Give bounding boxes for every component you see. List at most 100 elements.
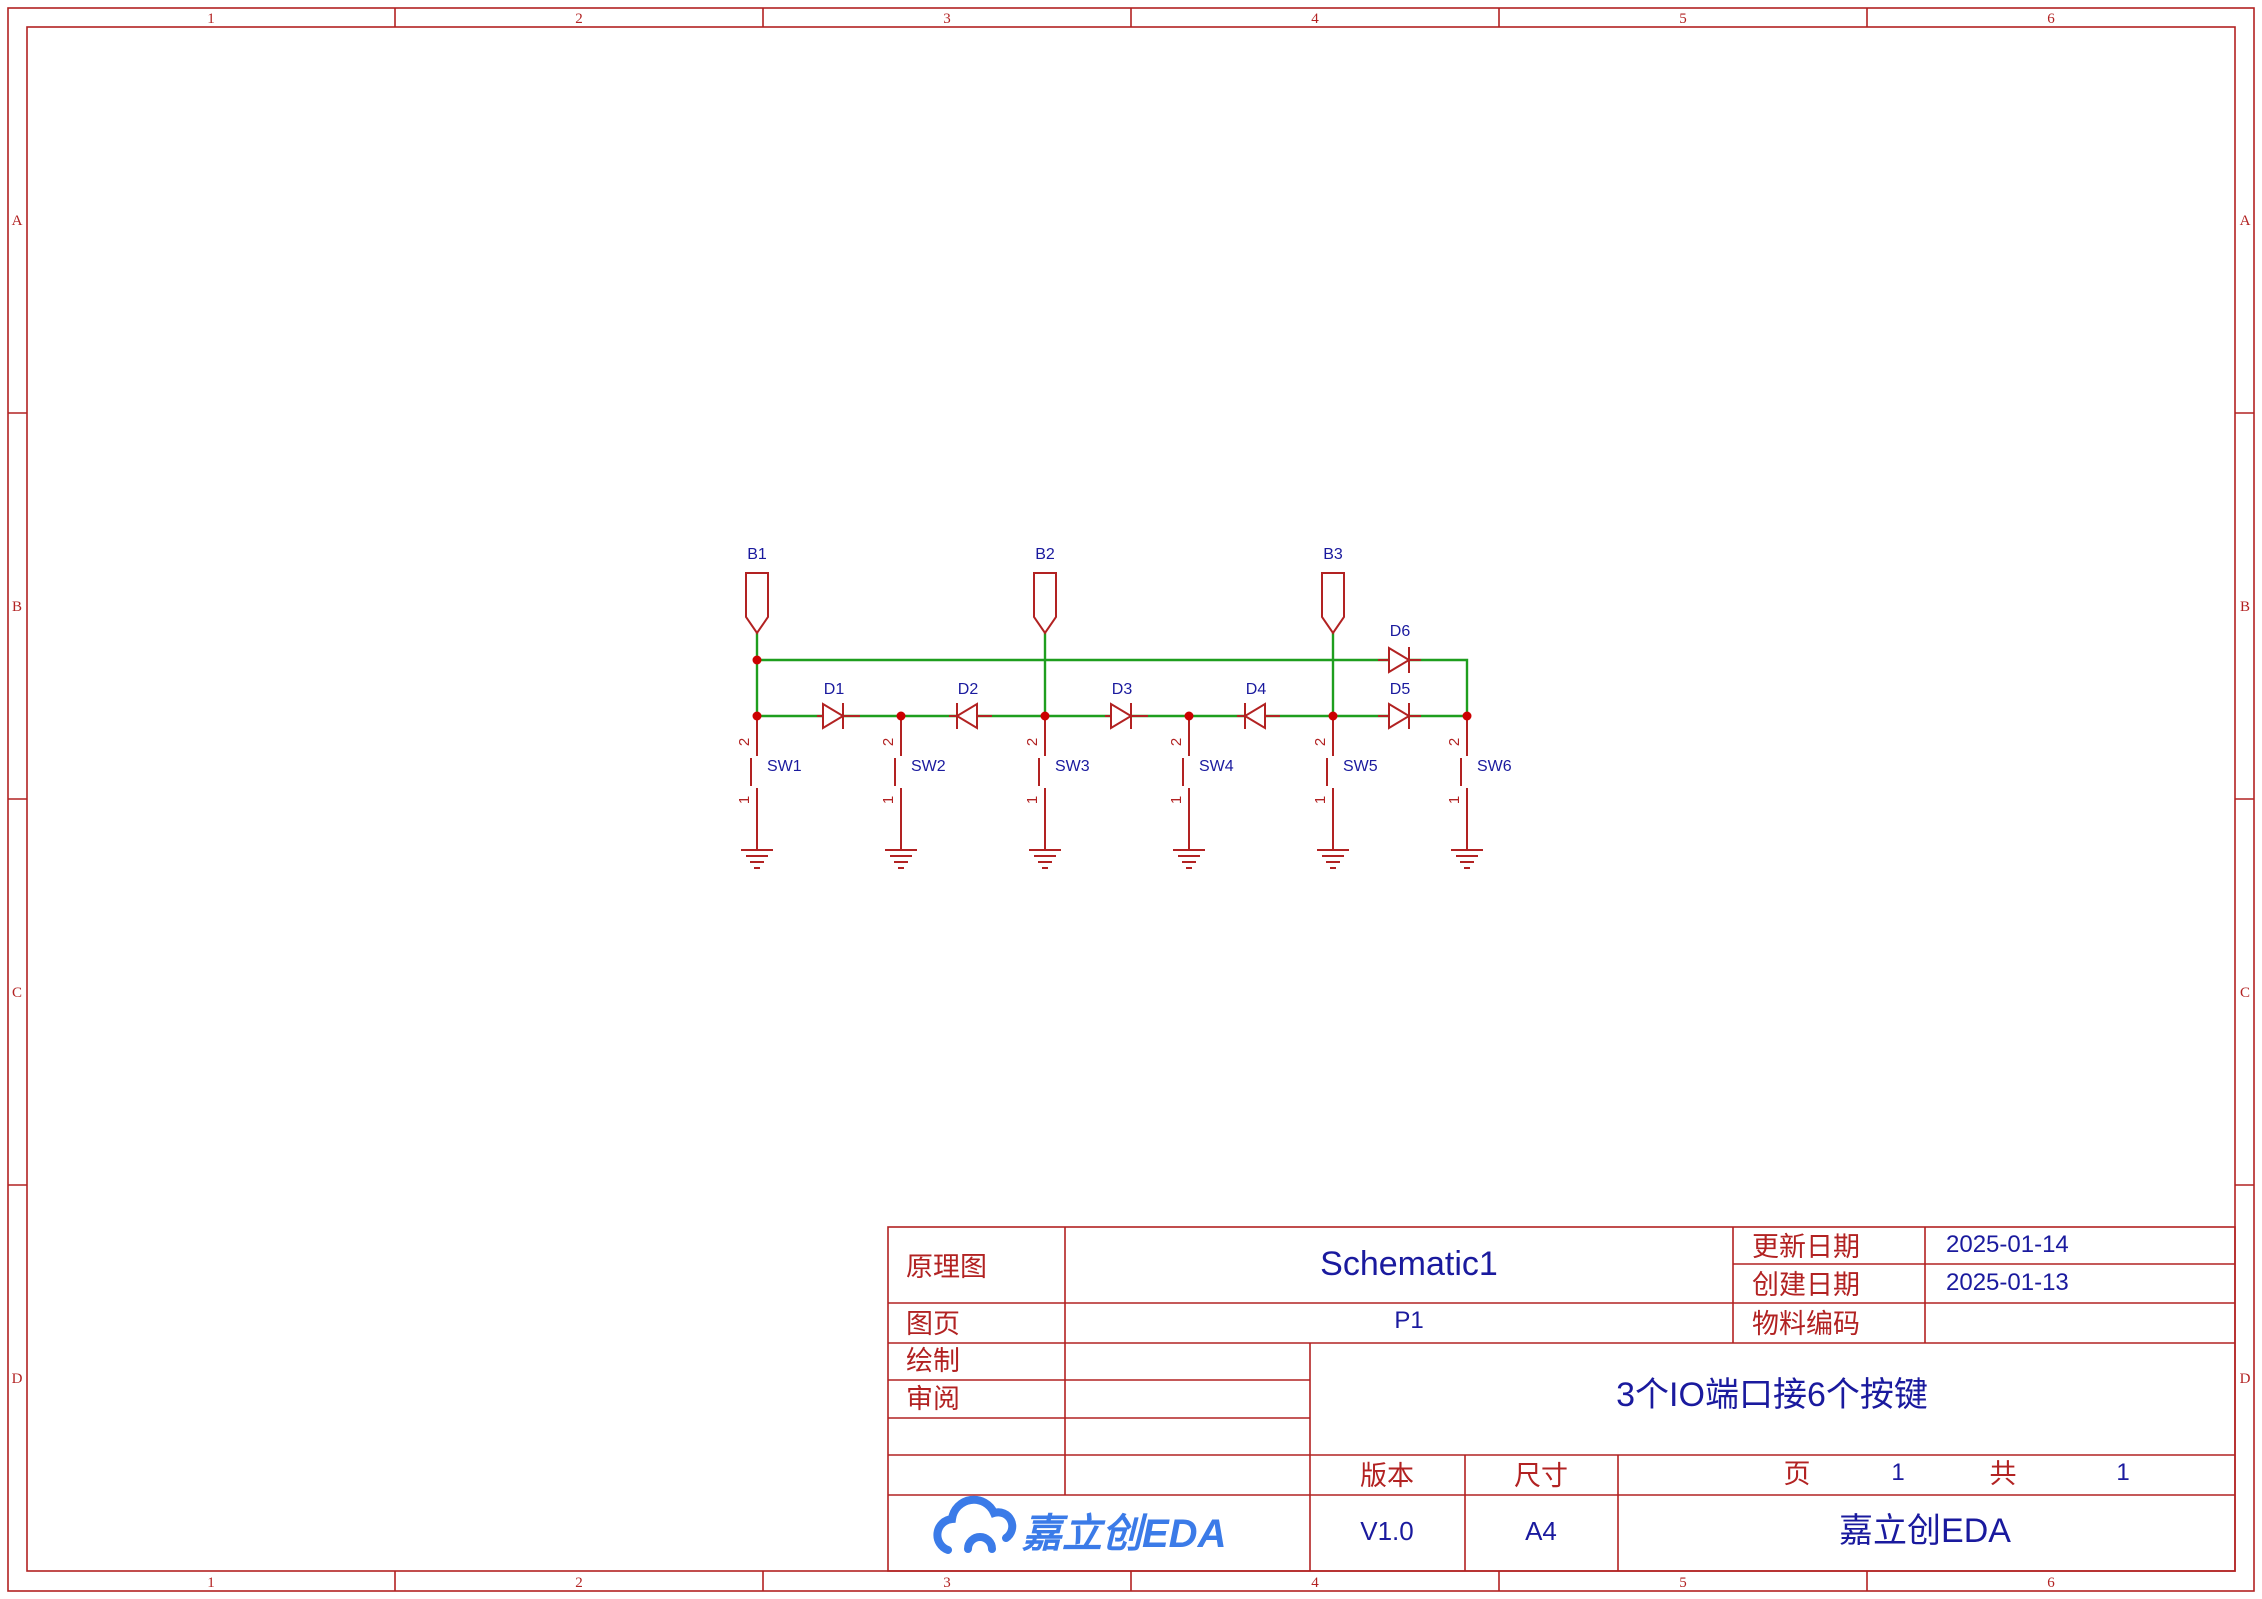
ground-icon (1451, 849, 1483, 869)
pin-number-top: 2 (736, 738, 753, 746)
zone-label-row: B (12, 599, 22, 615)
zone-label-column: 2 (575, 1575, 583, 1591)
zone-ticks (8, 8, 2254, 1591)
net-ports: B1 B2 B3 (745, 546, 1345, 635)
junction-dot (752, 655, 762, 665)
diode-label-d2: D2 (958, 681, 979, 698)
pin-number-top: 2 (1024, 738, 1041, 746)
junction-dot (1184, 711, 1194, 721)
drawing-frame (7, 7, 2255, 1592)
port-label-b3: B3 (1323, 546, 1343, 563)
tb-label-reviewed: 审阅 (906, 1384, 960, 1415)
zone-label-column: 4 (1311, 1575, 1319, 1591)
pin-number-top: 2 (1312, 738, 1329, 746)
tb-title[interactable]: 3个IO端口接6个按键 (1616, 1376, 1928, 1414)
jlc-eda-logo: 嘉立创EDA (933, 1495, 1226, 1556)
tb-label-drawn: 绘制 (906, 1346, 960, 1377)
port-b3-symbol[interactable]: B3 (1321, 546, 1345, 635)
zone-label-row: D (2240, 1371, 2251, 1387)
port-label-b1: B1 (747, 546, 767, 563)
port-b1-symbol[interactable]: B1 (745, 546, 769, 635)
junction-dot (752, 711, 762, 721)
diode-d3[interactable]: D3 (1105, 681, 1148, 730)
zone-label-row: D (12, 1371, 23, 1387)
tb-page: 1 (1891, 1459, 1904, 1486)
tb-label-schematic: 原理图 (906, 1252, 987, 1283)
zone-label-row: A (2240, 213, 2251, 229)
tb-sheet-id: P1 (1394, 1307, 1423, 1334)
tb-size: A4 (1525, 1516, 1557, 1546)
cloud-logo-icon (933, 1495, 1017, 1554)
ground-icon (1317, 849, 1349, 869)
switch-label: SW3 (1055, 758, 1090, 775)
diode-label-d1: D1 (824, 681, 845, 698)
pin-number-top: 2 (1446, 738, 1463, 746)
ground-icon (1173, 849, 1205, 869)
junction-dot (896, 711, 906, 721)
tb-version: V1.0 (1360, 1516, 1414, 1546)
junctions (752, 655, 1472, 721)
diode-d5[interactable]: D5 (1378, 681, 1421, 730)
switch-label: SW1 (767, 758, 802, 775)
zone-label-column: 2 (575, 11, 583, 27)
tb-label-part-code: 物料编码 (1752, 1309, 1860, 1340)
pin-number-bottom: 1 (1312, 796, 1329, 804)
switch-label: SW6 (1477, 758, 1512, 775)
zone-label-row: B (2240, 599, 2250, 615)
tb-label-sheet: 图页 (906, 1309, 960, 1340)
switch-sw3[interactable]: 2 1 SW3 (1024, 716, 1090, 869)
junction-dot (1040, 711, 1050, 721)
zone-label-column: 3 (943, 11, 951, 27)
pin-number-top: 2 (1168, 738, 1185, 746)
switch-label: SW4 (1199, 758, 1234, 775)
port-b2-symbol[interactable]: B2 (1033, 546, 1057, 635)
zone-label-column: 5 (1679, 11, 1687, 27)
pin-number-top: 2 (880, 738, 897, 746)
tb-schematic-name[interactable]: Schematic1 (1320, 1245, 1498, 1283)
junction-dot (1462, 711, 1472, 721)
switch-label: SW2 (911, 758, 946, 775)
title-block: 原理图 Schematic1 更新日期 2025-01-14 创建日期 2025… (887, 1226, 2236, 1572)
switch-sw2[interactable]: 2 1 SW2 (880, 716, 946, 869)
net-b1-top-bus (757, 658, 1469, 716)
ground-icon (885, 849, 917, 869)
zone-label-row: A (12, 213, 23, 229)
ground-icon (741, 849, 773, 869)
port-label-b2: B2 (1035, 546, 1055, 563)
switch-sw5[interactable]: 2 1 SW5 (1312, 716, 1378, 869)
zone-label-column: 1 (207, 1575, 215, 1591)
tb-total: 1 (2116, 1459, 2129, 1486)
tb-label-page: 页 (1784, 1459, 1811, 1490)
zone-label-column: 4 (1311, 11, 1319, 27)
tb-label-updated: 更新日期 (1752, 1232, 1860, 1263)
diode-d4[interactable]: D4 (1237, 681, 1280, 730)
zone-label-column: 5 (1679, 1575, 1687, 1591)
zone-label-column: 6 (2047, 1575, 2055, 1591)
zone-label-column: 3 (943, 1575, 951, 1591)
diodes: D1 D2 D3 D4 D5 (817, 623, 1421, 730)
pin-number-bottom: 1 (1024, 796, 1041, 804)
junction-dot (1328, 711, 1338, 721)
zone-label-row: C (2240, 985, 2250, 1001)
diode-d2[interactable]: D2 (949, 681, 992, 730)
zone-label-column: 6 (2047, 11, 2055, 27)
tb-company: 嘉立创EDA (1839, 1512, 2011, 1550)
diode-d1[interactable]: D1 (817, 681, 860, 730)
tb-created-date: 2025-01-13 (1946, 1269, 2069, 1296)
ground-icon (1029, 849, 1061, 869)
pin-number-bottom: 1 (880, 796, 897, 804)
tb-label-created: 创建日期 (1752, 1270, 1860, 1301)
tb-label-size: 尺寸 (1514, 1461, 1568, 1492)
diode-d6[interactable]: D6 (1378, 623, 1421, 674)
logo-text: 嘉立创EDA (1022, 1512, 1226, 1556)
switch-label: SW5 (1343, 758, 1378, 775)
diode-label-d5: D5 (1390, 681, 1411, 698)
diode-label-d6: D6 (1390, 623, 1411, 640)
diode-label-d3: D3 (1112, 681, 1133, 698)
